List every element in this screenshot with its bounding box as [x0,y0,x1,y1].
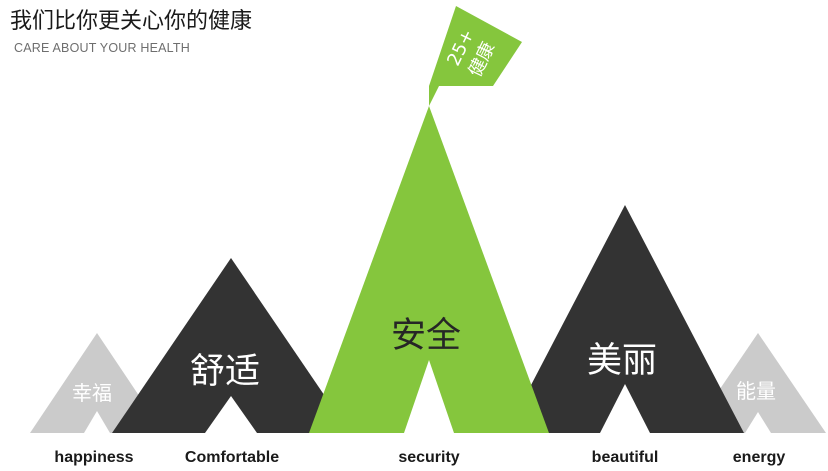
caption-beautiful: beautiful [591,449,659,466]
notch-comfortable [205,396,257,433]
peak-label-beautiful: 美丽 [587,341,657,381]
caption-happiness: happiness [54,449,134,466]
notch-security [404,360,454,433]
mountain-beautiful [506,205,744,433]
peak-label-energy: 能量 [736,379,776,403]
caption-comfortable: Comfortable [184,449,280,466]
peak-label-happiness: 幸福 [72,381,112,405]
flag-pole [429,86,439,106]
notch-happiness [84,411,110,433]
mountain-comfortable [112,258,350,433]
notch-energy [745,412,771,433]
peak-label-comfortable: 舒适 [190,352,260,392]
page-title: 我们比你更关心你的健康 [10,9,253,34]
page-subtitle: CARE ABOUT YOUR HEALTH [14,41,190,55]
summit-flag: 25+ 健康 [429,6,522,106]
notch-beautiful [600,384,650,433]
caption-energy: energy [732,449,786,466]
peak-label-security: 安全 [391,316,461,356]
flag-banner [429,6,522,86]
mountain-security [309,106,549,433]
caption-security: security [398,449,460,466]
